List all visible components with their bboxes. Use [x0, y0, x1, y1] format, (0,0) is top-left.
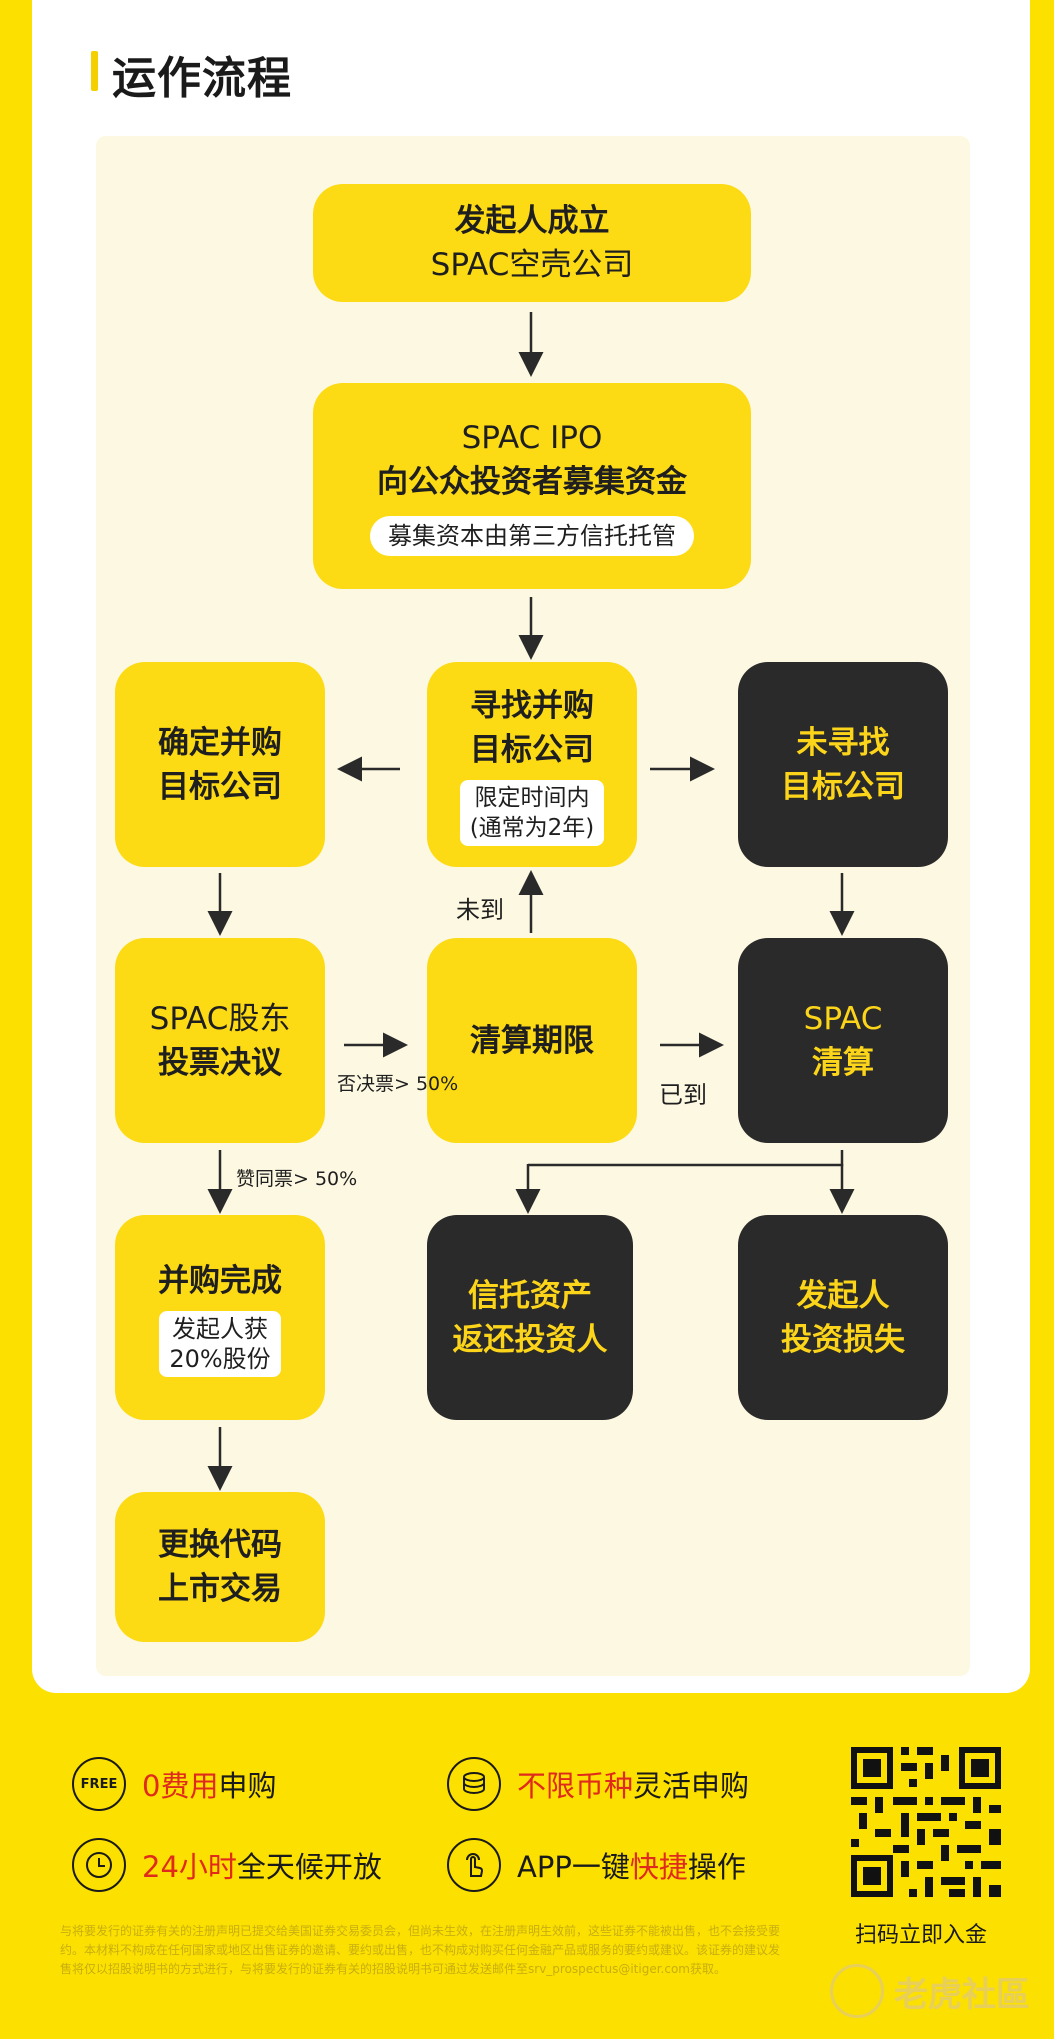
- page-title: 运作流程: [112, 53, 292, 104]
- free-icon: FREE: [72, 1757, 126, 1811]
- feature-any-currency: 不限币种 灵活申购: [447, 1757, 749, 1811]
- label-approve: 赞同票> 50%: [236, 1168, 358, 1190]
- trust-return-box: 信托资产 返还投资人: [427, 1215, 633, 1420]
- relist-trading-box: 更换代码 上市交易: [115, 1492, 325, 1642]
- shareholder-vote-box: SPAC股东 投票决议: [115, 938, 325, 1143]
- connector-liquidate-split: [528, 1150, 844, 1167]
- spac-ipo-box: SPAC IPO 向公众投资者募集资金 募集资本由第三方信托托管: [313, 383, 751, 589]
- label-reached: 已到: [659, 1081, 707, 1109]
- search-target-box: 寻找并购 目标公司 限定时间内 (通常为2年): [427, 662, 637, 867]
- feature-zero-fee: FREE 0费用 申购: [72, 1757, 276, 1811]
- feature-one-tap: APP一键 快捷 操作: [447, 1838, 746, 1892]
- time-limit-note: 限定时间内 (通常为2年): [459, 779, 605, 846]
- sponsor-loss-box: 发起人 投资损失: [738, 1215, 948, 1420]
- merger-complete-box: 并购完成 发起人获 20%股份: [115, 1215, 325, 1420]
- liquidation-deadline-box: 清算期限: [427, 938, 637, 1143]
- label-not-reached: 未到: [456, 896, 504, 924]
- qr-label: 扫码立即入金: [855, 1923, 988, 1948]
- trust-custody-note: 募集资本由第三方信托托管: [370, 516, 694, 556]
- sponsor-stake-note: 发起人获 20%股份: [159, 1310, 281, 1377]
- title-accent-bar: [91, 51, 98, 91]
- sponsor-founds-spac-box: 发起人成立 SPAC空壳公司: [313, 184, 751, 302]
- brand-watermark: 老虎社區: [830, 1964, 1030, 2018]
- tiger-logo-icon: [830, 1964, 884, 2018]
- flow-connectors: [207, 312, 855, 1491]
- spac-liquidation-box: SPAC 清算: [738, 938, 948, 1143]
- legal-disclaimer: 与将要发行的证券有关的注册声明已提交给美国证券交易委员会，但尚未生效，在注册声明…: [60, 1924, 781, 1976]
- hand-tap-icon: [447, 1838, 501, 1892]
- qr-code[interactable]: [851, 1747, 1001, 1897]
- feature-24h: 24小时 全天候开放: [72, 1838, 382, 1892]
- target-found-box: 确定并购 目标公司: [115, 662, 325, 867]
- target-not-found-box: 未寻找 目标公司: [738, 662, 948, 867]
- label-reject: 否决票> 50%: [337, 1073, 459, 1095]
- coins-icon: [447, 1757, 501, 1811]
- clock-icon: [72, 1838, 126, 1892]
